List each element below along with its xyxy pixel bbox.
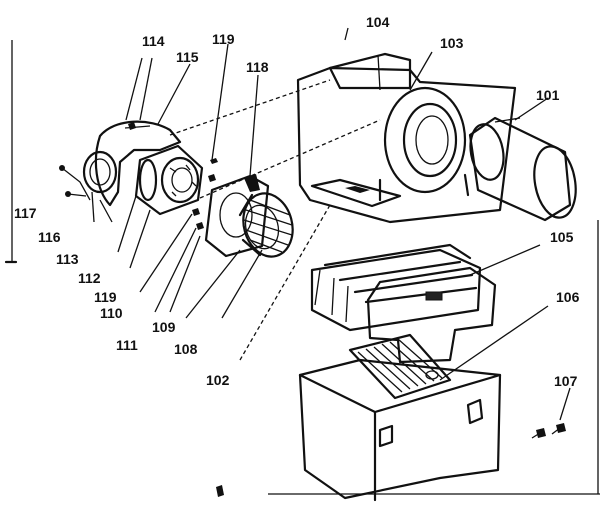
label-109: 109 (152, 319, 176, 335)
label-113: 113 (56, 251, 79, 267)
blower-housing (296, 52, 517, 224)
burner-tubes (348, 333, 452, 400)
screws (531, 423, 566, 439)
label-106: 106 (556, 289, 580, 305)
label-119-top: 119 (212, 31, 235, 47)
label-114: 114 (142, 33, 165, 49)
gasket-ring (82, 150, 118, 194)
cylinder-liner (468, 116, 577, 222)
label-118: 118 (246, 59, 269, 75)
label-107: 107 (554, 373, 578, 389)
wire-leads (59, 165, 91, 201)
label-102: 102 (206, 372, 230, 388)
label-111: 111 (116, 337, 138, 353)
label-103: 103 (440, 35, 464, 51)
heat-exchanger (310, 243, 497, 364)
label-115: 115 (176, 49, 199, 65)
label-119-bottom: 119 (94, 289, 117, 305)
callout-labels: 101 102 103 104 105 106 107 108 109 110 … (14, 14, 580, 389)
blower-motor (134, 144, 204, 216)
leader-lines (91, 27, 571, 421)
diagram-frame (4, 40, 600, 495)
label-112: 112 (78, 270, 101, 286)
blower-wheel (238, 192, 294, 258)
label-104: 104 (366, 14, 390, 30)
base-cabinet (298, 358, 502, 502)
label-105: 105 (550, 229, 574, 245)
label-108: 108 (174, 341, 198, 357)
housing-cover (94, 120, 182, 207)
label-116: 116 (38, 229, 61, 245)
label-110: 110 (100, 305, 123, 321)
label-117: 117 (14, 205, 37, 221)
small-hardware (192, 158, 224, 497)
label-101: 101 (536, 87, 560, 103)
